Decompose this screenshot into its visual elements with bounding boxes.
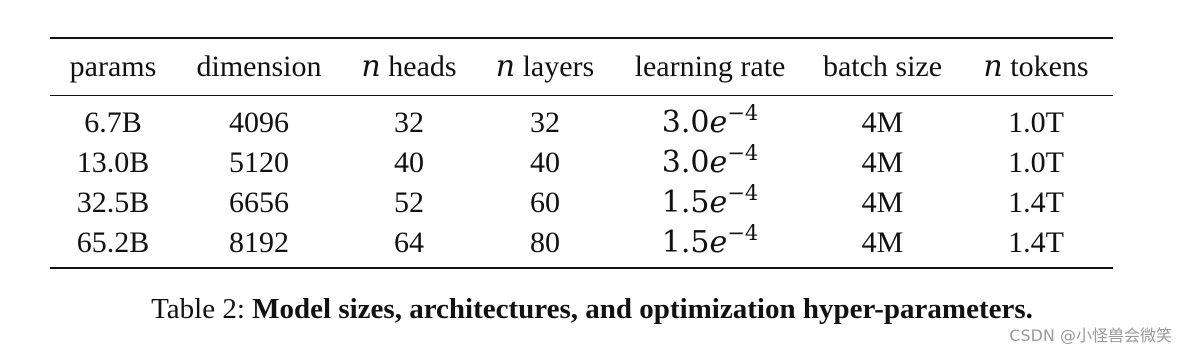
header-n-tokens: n tokens [983, 49, 1089, 84]
cell-batch-size: 4M [861, 226, 904, 259]
table-caption: Table 2: Model sizes, architectures, and… [0, 293, 1184, 326]
cell-params: 13.0B [76, 146, 150, 179]
cell-heads: 40 [394, 146, 424, 179]
table-data: 6.7B 4096 32 32 3.0e−4 4M 1.0T 13.0B 512… [50, 96, 1113, 267]
caption-label: Table 2: [151, 293, 253, 325]
cell-dimension: 4096 [229, 106, 289, 139]
table-row: 13.0B 5120 40 40 3.0e−4 4M 1.0T [50, 143, 1113, 183]
cell-params: 65.2B [76, 226, 150, 259]
header-row: params dimension n heads n layers learni… [50, 39, 1113, 95]
cell-dimension: 5120 [229, 146, 289, 179]
table-bottom-rule [50, 267, 1113, 269]
cell-learning-rate: 3.0e−4 [661, 141, 759, 181]
header-dimension: dimension [196, 50, 322, 83]
watermark: CSDN @小怪兽会微笑 [1009, 326, 1172, 345]
hyperparameter-table: params dimension n heads n layers learni… [50, 37, 1113, 269]
cell-layers: 60 [530, 186, 560, 219]
table-row: 6.7B 4096 32 32 3.0e−4 4M 1.0T [50, 96, 1113, 143]
cell-heads: 64 [394, 226, 424, 259]
cell-batch-size: 4M [861, 146, 904, 179]
header-params: params [69, 50, 157, 83]
table-row: 32.5B 6656 52 60 1.5e−4 4M 1.4T [50, 183, 1113, 223]
cell-tokens: 1.0T [1008, 106, 1064, 139]
table-row: 65.2B 8192 64 80 1.5e−4 4M 1.4T [50, 223, 1113, 267]
cell-learning-rate: 1.5e−4 [661, 221, 759, 261]
header-learning-rate: learning rate [634, 50, 786, 83]
table-body: params dimension n heads n layers learni… [50, 39, 1113, 95]
cell-batch-size: 4M [861, 106, 904, 139]
cell-tokens: 1.4T [1008, 226, 1064, 259]
table-top-rule [50, 37, 1113, 39]
header-n-heads: n heads [361, 49, 457, 84]
cell-learning-rate: 1.5e−4 [661, 181, 759, 221]
cell-layers: 40 [530, 146, 560, 179]
cell-heads: 52 [394, 186, 424, 219]
cell-dimension: 6656 [229, 186, 289, 219]
cell-dimension: 8192 [229, 226, 289, 259]
caption-text: Model sizes, architectures, and optimiza… [252, 293, 1033, 325]
cell-batch-size: 4M [861, 186, 904, 219]
cell-layers: 32 [530, 106, 560, 139]
cell-layers: 80 [530, 226, 560, 259]
header-n-layers: n layers [495, 49, 595, 84]
header-batch-size: batch size [822, 50, 943, 83]
cell-params: 6.7B [84, 106, 142, 139]
cell-heads: 32 [394, 106, 424, 139]
cell-learning-rate: 3.0e−4 [661, 101, 759, 141]
table-header-rule [50, 95, 1113, 96]
cell-tokens: 1.0T [1008, 146, 1064, 179]
cell-params: 32.5B [76, 186, 150, 219]
cell-tokens: 1.4T [1008, 186, 1064, 219]
